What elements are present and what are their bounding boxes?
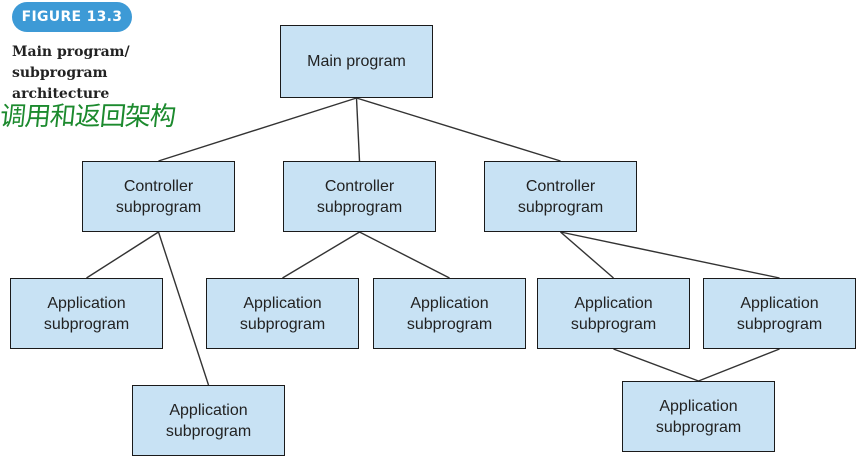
node-label-line-2: subprogram — [655, 418, 742, 436]
application-subprogram-box-middle-1: Application subprogram — [206, 278, 359, 349]
application-subprogram-box-right-1: Application subprogram — [537, 278, 690, 349]
node-label-line-1: Application — [574, 294, 653, 312]
application-subprogram-box-middle-2: Application subprogram — [373, 278, 526, 349]
node-label-line-1: Controller — [525, 177, 596, 195]
connector-main-to-controller_middle — [355, 97, 361, 162]
node-label-line-2: subprogram — [316, 198, 403, 216]
application-subprogram-box-left-2: Application subprogram — [132, 385, 285, 456]
node-label-line-2: subprogram — [736, 315, 823, 333]
connector-controller_middle-to-app_middle_1 — [282, 231, 360, 279]
caption-line-1: Main program/ — [12, 44, 130, 60]
connector-controller_middle-to-app_middle_2 — [359, 231, 450, 279]
application-subprogram-box-shared: Application subprogram — [622, 381, 775, 452]
application-subprogram-box-right-2: Application subprogram — [703, 278, 856, 349]
node-label-line-2: subprogram — [165, 422, 252, 440]
node-label-line-1: Controller — [324, 177, 395, 195]
connector-controller_left-to-app_left_2 — [157, 231, 210, 386]
connector-main-to-controller_right — [356, 97, 561, 162]
connector-app_right_1-to-app_right_shared — [613, 348, 699, 382]
node-label-line-1: Application — [740, 294, 819, 312]
controller-subprogram-box-middle: Controller subprogram — [283, 161, 436, 232]
node-label-line-2: subprogram — [239, 315, 326, 333]
connector-main-to-controller_left — [158, 97, 357, 162]
caption-line-2: subprogram — [12, 65, 108, 81]
caption-line-3: architecture — [12, 86, 110, 102]
connector-controller_right-to-app_right_2 — [560, 231, 780, 279]
node-label-line-1: Application — [169, 401, 248, 419]
controller-subprogram-box-left: Controller subprogram — [82, 161, 235, 232]
connector-controller_left-to-app_left_1 — [86, 231, 159, 279]
node-label: Main program — [307, 53, 406, 70]
figure-number-badge: FIGURE 13.3 — [12, 2, 132, 32]
node-label-line-2: subprogram — [570, 315, 657, 333]
connector-controller_right-to-app_right_1 — [560, 231, 614, 279]
node-label-line-1: Application — [659, 397, 738, 415]
node-label-line-1: Application — [410, 294, 489, 312]
node-label-line-2: subprogram — [43, 315, 130, 333]
main-program-box: Main program — [280, 25, 433, 98]
node-label-line-1: Application — [47, 294, 126, 312]
node-label-line-2: subprogram — [406, 315, 493, 333]
node-label-line-1: Application — [243, 294, 322, 312]
connector-app_right_2-to-app_right_shared — [698, 348, 780, 382]
controller-subprogram-box-right: Controller subprogram — [484, 161, 637, 232]
node-label-line-2: subprogram — [517, 198, 604, 216]
node-label-line-2: subprogram — [115, 198, 202, 216]
application-subprogram-box-left-1: Application subprogram — [10, 278, 163, 349]
figure-caption: Main program/ subprogram architecture — [12, 42, 152, 105]
node-label-line-1: Controller — [123, 177, 194, 195]
